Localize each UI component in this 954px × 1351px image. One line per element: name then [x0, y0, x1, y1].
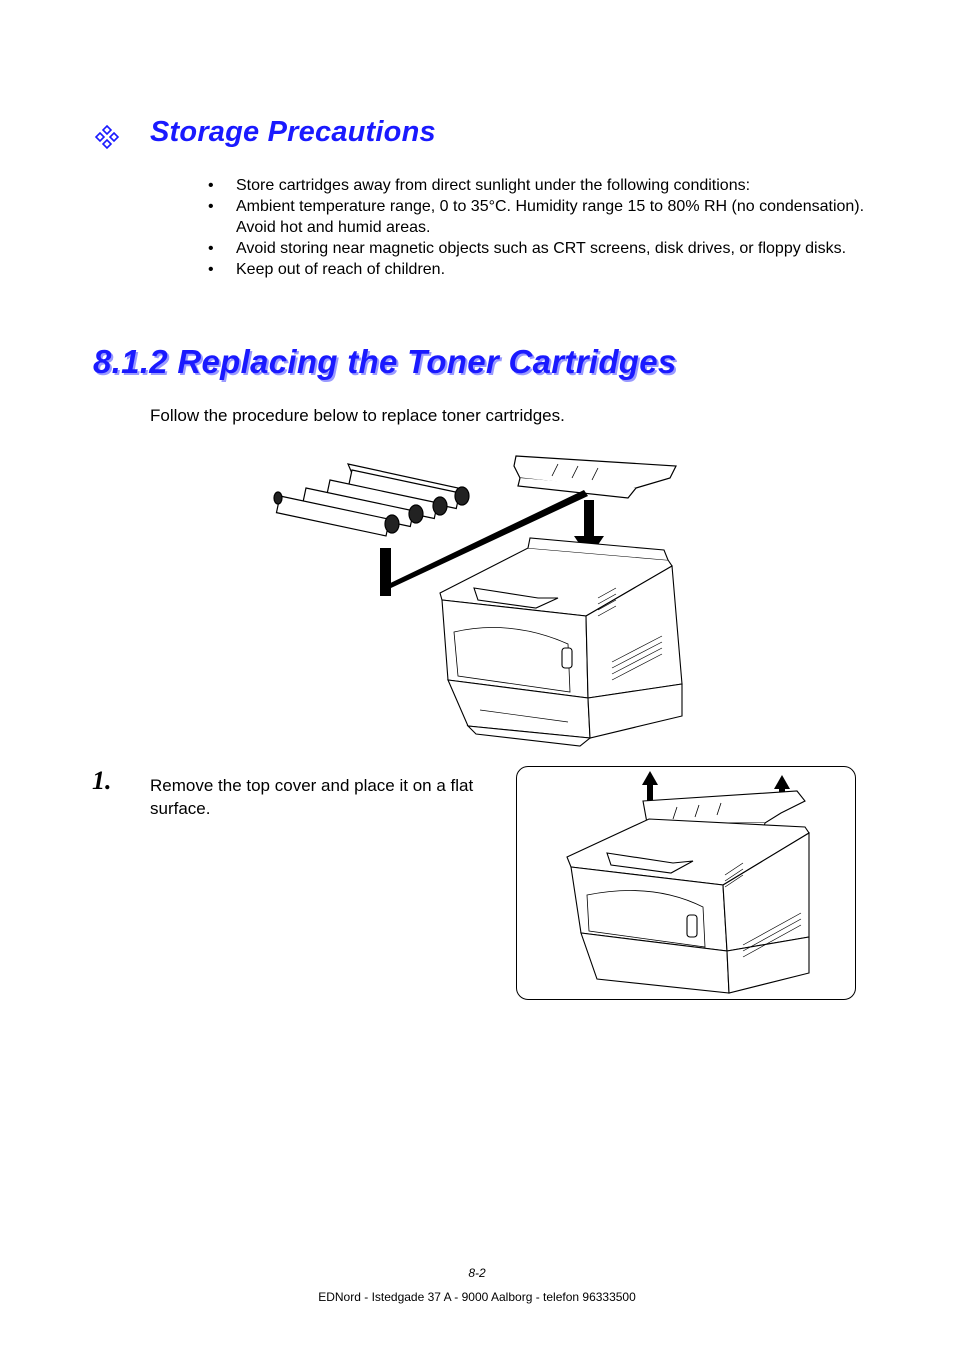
top-cover-icon [513, 455, 677, 499]
list-item: Keep out of reach of children. [208, 259, 888, 280]
four-diamond-bullet-icon [94, 124, 120, 150]
storage-bullet-list: Store cartridges away from direct sunlig… [208, 175, 888, 280]
step-number: 1. [92, 766, 112, 795]
printer-icon [566, 818, 810, 994]
toner-cartridge-icon [273, 491, 400, 537]
intro-paragraph: Follow the procedure below to replace to… [150, 406, 565, 425]
footer-address: EDNord - Istedgade 37 A - 9000 Aalborg -… [318, 1290, 636, 1304]
toner-cartridge-icon [346, 463, 470, 510]
section-heading: 8.1.2 Replacing the Toner Cartridges [93, 343, 677, 380]
list-item: Ambient temperature range, 0 to 35°C. Hu… [208, 196, 888, 238]
page-number: 8-2 [468, 1266, 486, 1280]
step1-illustration-frame [516, 766, 856, 1000]
storage-precautions-heading: Storage Precautions [150, 116, 436, 148]
list-item: Avoid storing near magnetic objects such… [208, 238, 888, 259]
list-item: Store cartridges away from direct sunlig… [208, 175, 888, 196]
printer-toner-illustration [273, 455, 683, 747]
printer-icon [439, 537, 683, 747]
step-instruction: Remove the top cover and place it on a f… [150, 776, 474, 818]
printer-cover-removal-illustration [566, 771, 810, 994]
